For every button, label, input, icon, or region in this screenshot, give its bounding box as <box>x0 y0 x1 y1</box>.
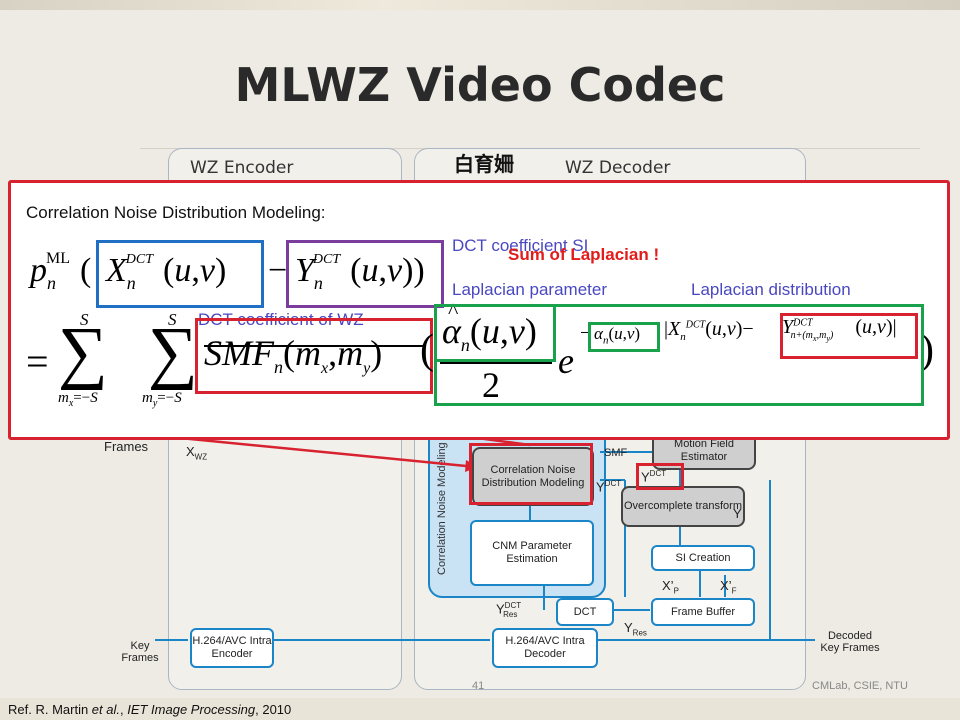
h264-decoder-label: H.264/AVC Intra Decoder <box>505 635 585 660</box>
exp-abs: |XnDCT(u,v)− <box>664 318 754 343</box>
h264-encoder-label: H.264/AVC Intra Encoder <box>192 635 272 660</box>
smf-fraction-bar <box>204 345 424 347</box>
y-dct-left-label: YDCT <box>596 478 621 493</box>
sum-inner: ∑ <box>148 314 198 391</box>
formula-equals: = <box>26 339 49 384</box>
formula-x-dct: XnDCT(u,v) <box>106 251 227 293</box>
cnm-param-box: CNM Parameter Estimation <box>470 520 594 586</box>
h264-encoder-box: H.264/AVC Intra Encoder <box>190 628 274 668</box>
frame-buffer-box: Frame Buffer <box>651 598 755 626</box>
y-dct-res-text: Y <box>496 601 505 617</box>
sum-outer-bottom: mx=−S <box>58 390 98 409</box>
x-wz-text: X <box>186 444 195 459</box>
page-number: 41 <box>472 680 485 692</box>
smf-label: SMF <box>604 447 628 459</box>
alpha-hat: ^ <box>448 298 459 323</box>
sum-inner-bottom: my=−S <box>142 390 182 409</box>
y-res-text: Y <box>624 620 633 635</box>
y-dct-sup: DCT <box>649 469 667 478</box>
dct-box: DCT <box>556 598 614 626</box>
sum-outer-top: S <box>80 310 89 329</box>
author-name: 白育姍 <box>454 152 514 176</box>
reference-text: Ref. R. Martin et al., IET Image Process… <box>8 702 291 717</box>
x-p-label: X’P <box>662 578 679 598</box>
dct-box-label: DCT <box>573 605 597 618</box>
reference-mid: , <box>119 702 128 717</box>
si-creation-label: SI Creation <box>675 551 731 564</box>
slide-title: MLWZ Video Codec <box>234 58 726 112</box>
x-f-sub: F <box>731 586 737 596</box>
y-dct-res-sup: DCT <box>504 601 522 610</box>
y-res-sub: Res <box>632 628 647 638</box>
sum-inner-top: S <box>168 310 177 329</box>
x-f-text: X’ <box>720 578 732 593</box>
top-decor-bar <box>0 0 960 10</box>
y-dct-res-label: YDCTRes <box>496 600 521 621</box>
reference-suffix: , 2010 <box>255 702 292 717</box>
x-p-text: X’ <box>662 578 674 593</box>
y-dct-left-sup: DCT <box>604 479 622 488</box>
y-dct-text: Y <box>641 469 650 485</box>
frames-label: Frames <box>104 439 149 454</box>
laplacian-parameter-label: Laplacian parameter <box>452 280 607 299</box>
cnm-box: Correlation Noise Distribution Modeling <box>472 447 594 506</box>
sum-of-laplacian-label: Sum of Laplacian ! <box>508 245 660 264</box>
exp-e: e <box>558 341 574 381</box>
si-creation-box: SI Creation <box>651 545 755 571</box>
overcomplete-box: Overcomplete transform <box>621 486 745 527</box>
y-dct-res-sub: Res <box>503 609 518 619</box>
lab-name: CMLab, CSIE, NTU <box>812 680 908 692</box>
overcomplete-label: Overcomplete transform <box>624 500 742 512</box>
smf-term: SMFn(mx,my) <box>204 333 383 378</box>
key-frames-label: Key Frames <box>121 640 159 664</box>
y-dct-highlight <box>636 463 684 490</box>
alpha-term: αn(u,v) <box>442 311 537 356</box>
x-p-sub: P <box>673 586 679 596</box>
motion-field-label: Motion Field Estimator <box>674 438 734 463</box>
x-dct-highlight <box>96 240 264 308</box>
cnm-highlight <box>469 443 593 505</box>
cnm-param-label: CNM Parameter Estimation <box>492 540 572 565</box>
laplacian-highlight <box>434 304 924 406</box>
callout-panel <box>8 180 950 440</box>
decoded-key-frames-label: Decoded Key Frames <box>820 630 880 654</box>
cnm-box-label: Correlation Noise Distribution Modeling <box>481 463 585 489</box>
x-f-label: X’F <box>720 578 737 598</box>
formula-lhs: pnML( <box>30 249 92 293</box>
frame-buffer-label: Frame Buffer <box>671 605 735 618</box>
x-wz-label: XWZ <box>186 444 208 464</box>
fraction-two: 2 <box>482 365 500 405</box>
laplacian-distribution-label: Laplacian distribution <box>691 280 851 299</box>
encoder-title: WZ Encoder <box>190 158 294 178</box>
reference-prefix: Ref. R. Martin <box>8 702 92 717</box>
y-dct-si-highlight <box>286 240 444 308</box>
reference-etal: et al. <box>91 702 120 717</box>
formula-y-dct: YnDCT(u,v)) <box>295 251 425 293</box>
y-dct-left-text: Y <box>596 479 605 495</box>
y-label: Y <box>733 506 742 521</box>
sum-outer: ∑ <box>58 314 108 391</box>
formula-paren-open: ( <box>420 327 434 373</box>
x-wz-sub: WZ <box>194 452 208 462</box>
dct-si-label: DCT coefficient SI <box>452 236 589 255</box>
formula-minus: − <box>268 252 288 289</box>
decoder-title: WZ Decoder <box>565 158 671 178</box>
footer-bar <box>0 698 960 720</box>
h264-decoder-box: H.264/AVC Intra Decoder <box>492 628 598 668</box>
y-res-label: YRes <box>624 620 647 640</box>
smf-highlight <box>195 318 433 394</box>
callout-heading: Correlation Noise Distribution Modeling: <box>26 203 326 222</box>
exp-y-shifted: YDCTn+(mx,my)(u,v)| <box>782 316 897 343</box>
reference-journal: IET Image Processing <box>127 702 256 717</box>
exp-alpha-highlight <box>588 322 660 352</box>
alpha-fraction-bar <box>440 362 552 364</box>
y-dct-label: YDCT <box>641 468 666 483</box>
exp-y-highlight <box>780 313 918 359</box>
exp-minus: − <box>580 322 592 344</box>
exp-alpha: αn(u,v) <box>594 324 641 347</box>
